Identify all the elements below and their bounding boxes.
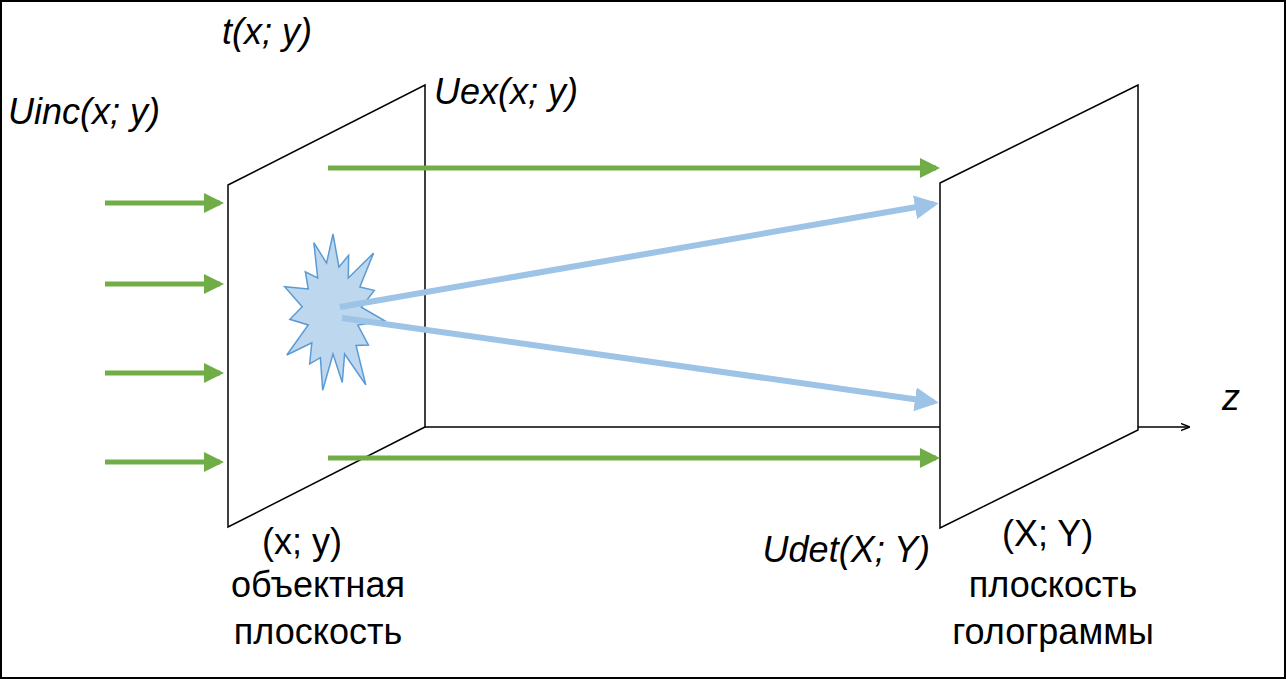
field-label: Uex(x; y) [434, 70, 578, 113]
plane-label: плоскость голограммы [933, 562, 1173, 656]
coordinate-label: (X; Y) [1002, 512, 1093, 555]
wave-arrow [105, 371, 220, 376]
coordinate-label: (x; y) [262, 520, 342, 563]
axis-label: z [1222, 376, 1240, 419]
field-label: Uinc(x; y) [8, 90, 160, 133]
object-shape [285, 234, 385, 390]
scatter-arrow [340, 204, 934, 307]
wave-arrow [105, 201, 220, 206]
transmission-label: t(x; y) [222, 10, 312, 53]
scattered-wave [340, 204, 934, 402]
object-plane [228, 85, 425, 527]
wave-arrow [328, 456, 936, 461]
hologram-plane [940, 85, 1138, 528]
plane-label: объектная плоскость [213, 562, 423, 656]
scatter-arrow [342, 318, 934, 402]
wave-arrow [105, 460, 220, 465]
object-blob [285, 234, 385, 390]
field-label: Udet(X; Y) [763, 528, 930, 571]
wave-arrow [105, 282, 220, 287]
incident-wave [105, 168, 936, 462]
wave-arrow [328, 166, 936, 171]
